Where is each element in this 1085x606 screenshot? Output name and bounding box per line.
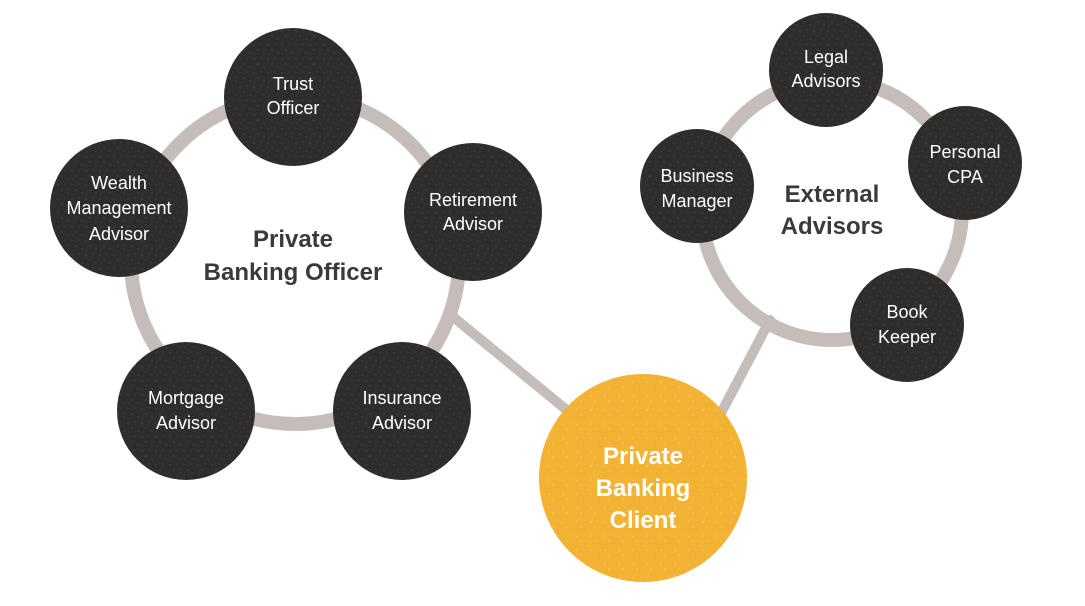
- svg-text:Advisor: Advisor: [443, 214, 503, 234]
- svg-text:External: External: [785, 181, 880, 208]
- svg-text:Management: Management: [66, 198, 171, 218]
- svg-text:Private: Private: [253, 226, 333, 253]
- private-banking-officer-label: Private Banking Officer: [204, 226, 383, 286]
- svg-text:Mortgage: Mortgage: [148, 388, 224, 408]
- node-legal-advisors: Legal Advisors: [769, 13, 883, 127]
- svg-text:Book: Book: [886, 302, 928, 322]
- svg-text:Banking: Banking: [596, 475, 691, 502]
- svg-text:Insurance: Insurance: [362, 388, 441, 408]
- svg-text:Business: Business: [660, 166, 733, 186]
- node-private-banking-client: Private Banking Client: [539, 374, 747, 582]
- svg-text:Officer: Officer: [267, 98, 320, 118]
- svg-text:Advisors: Advisors: [781, 213, 884, 240]
- node-business-manager: Business Manager: [640, 129, 754, 243]
- svg-text:Advisors: Advisors: [791, 71, 860, 91]
- svg-text:Advisor: Advisor: [372, 413, 432, 433]
- svg-text:Manager: Manager: [661, 191, 732, 211]
- svg-text:Retirement: Retirement: [429, 190, 517, 210]
- node-mortgage-advisor: Mortgage Advisor: [117, 342, 255, 480]
- node-insurance-advisor: Insurance Advisor: [333, 342, 471, 480]
- svg-text:Trust: Trust: [273, 74, 313, 94]
- node-wealth-management-advisor: Wealth Management Advisor: [50, 139, 188, 277]
- svg-text:Personal: Personal: [929, 142, 1000, 162]
- svg-text:Advisor: Advisor: [89, 224, 149, 244]
- svg-text:Private: Private: [603, 443, 683, 470]
- svg-text:Advisor: Advisor: [156, 413, 216, 433]
- node-book-keeper: Book Keeper: [850, 268, 964, 382]
- node-trust-officer: Trust Officer: [224, 28, 362, 166]
- svg-text:Client: Client: [610, 507, 677, 534]
- external-advisors-label: External Advisors: [781, 181, 884, 240]
- connector-officer-to-client: [447, 311, 590, 430]
- svg-text:Wealth: Wealth: [91, 173, 147, 193]
- svg-text:Legal: Legal: [804, 47, 848, 67]
- svg-text:CPA: CPA: [947, 167, 983, 187]
- connector-external-to-client: [715, 315, 775, 420]
- node-personal-cpa: Personal CPA: [908, 106, 1022, 220]
- svg-text:Banking Officer: Banking Officer: [204, 259, 383, 286]
- svg-text:Keeper: Keeper: [878, 327, 936, 347]
- node-retirement-advisor: Retirement Advisor: [404, 143, 542, 281]
